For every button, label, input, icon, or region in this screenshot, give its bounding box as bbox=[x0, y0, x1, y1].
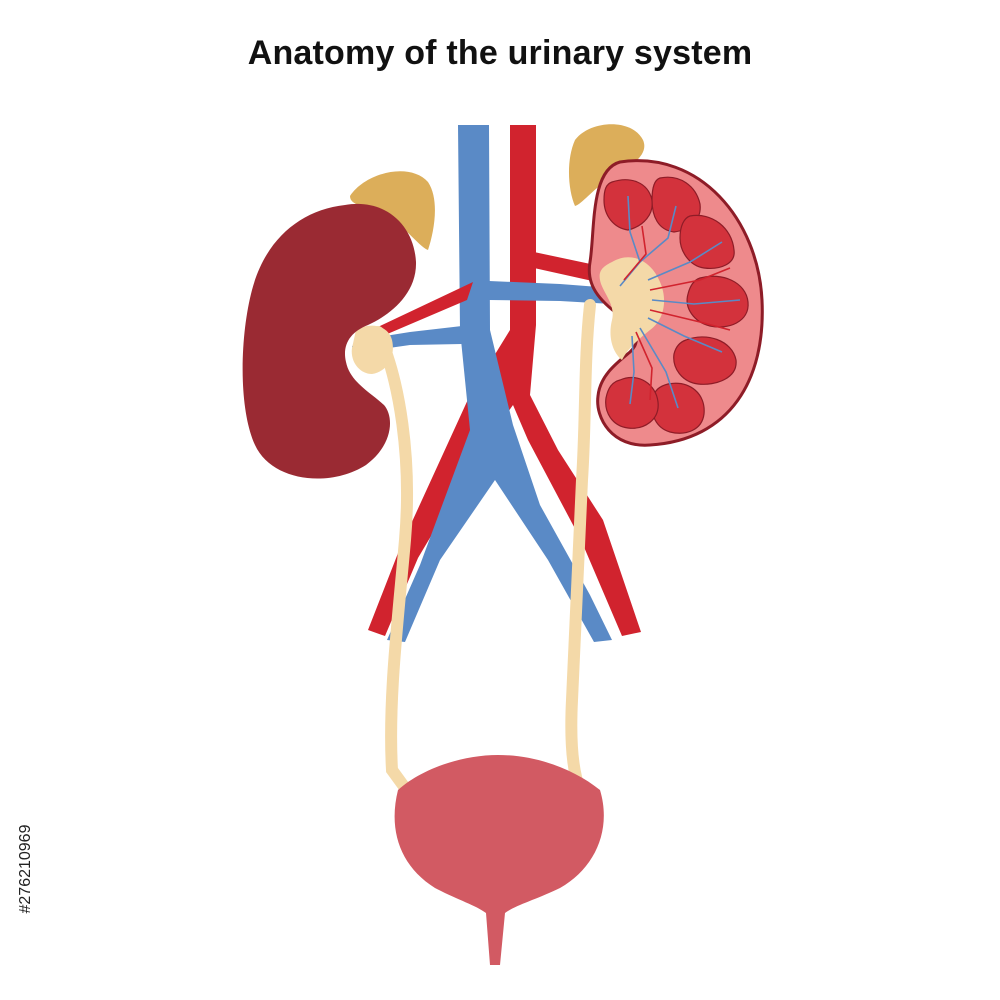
aorta bbox=[368, 125, 641, 636]
left-ureter bbox=[372, 326, 414, 798]
left-renal-pelvis bbox=[351, 325, 393, 374]
diagram-title: Anatomy of the urinary system bbox=[247, 34, 753, 72]
renal-pyramid bbox=[673, 336, 737, 385]
left-kidney bbox=[242, 203, 417, 479]
stock-image-id-text: #276210969 bbox=[17, 824, 34, 914]
renal-pyramid bbox=[605, 376, 659, 429]
bladder bbox=[394, 755, 604, 965]
renal-pyramid bbox=[679, 214, 735, 269]
right-renal-vein bbox=[489, 281, 612, 304]
right-ureter bbox=[565, 299, 596, 796]
right-adrenal-gland bbox=[568, 124, 645, 206]
left-renal-vein bbox=[352, 326, 462, 358]
interlobar-vessels bbox=[619, 195, 741, 409]
left-adrenal-gland bbox=[350, 171, 435, 250]
vena-cava bbox=[387, 125, 612, 642]
renal-sinus bbox=[599, 257, 665, 360]
renal-pyramid bbox=[651, 382, 705, 434]
